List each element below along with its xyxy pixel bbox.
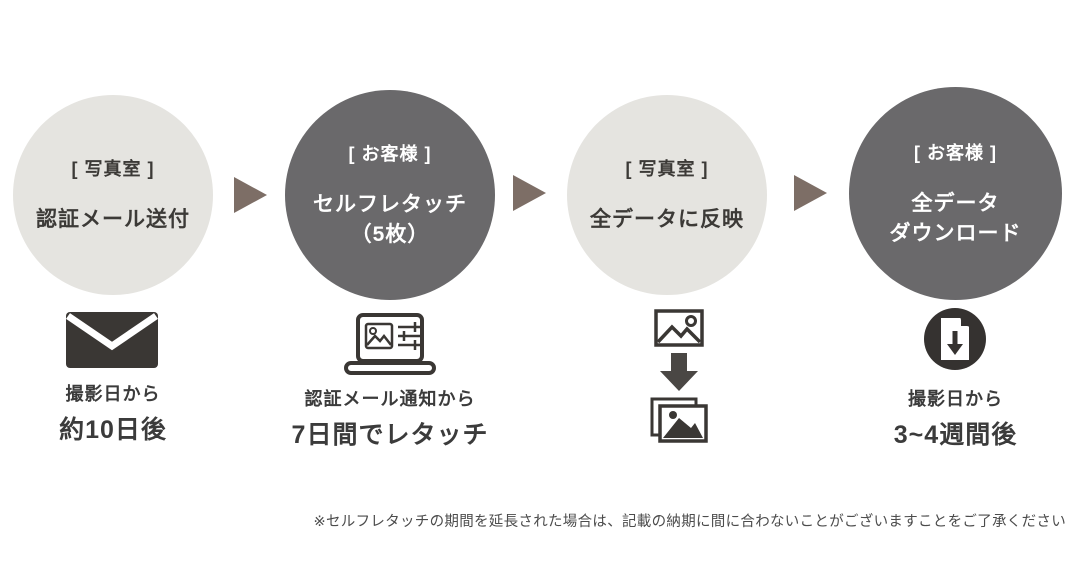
step2-action-label-line2: （5枚） — [350, 223, 430, 246]
step2-action-label-line1: セルフレタッチ — [313, 193, 467, 217]
flow-arrow-icon — [513, 175, 546, 211]
photo-to-photos-icon — [648, 309, 710, 452]
file-download-icon — [924, 308, 986, 375]
mail-icon — [65, 311, 159, 374]
laptop-retouch-icon — [342, 313, 438, 382]
step3-circle-photo-studio: [ 写真室 ] 全データに反映 — [567, 95, 767, 295]
step2-caption-line2: 7日間でレタッチ — [291, 421, 489, 449]
step4-caption-line2: 3~4週間後 — [893, 421, 1018, 449]
step3-actor-label: [ 写真室 ] — [625, 159, 709, 180]
step2-actor-label: [ お客様 ] — [348, 144, 432, 165]
step3-action-label: 全データに反映 — [590, 208, 744, 232]
step2-circle-customer: [ お客様 ] セルフレタッチ （5枚） — [285, 90, 495, 300]
step2-caption-line1: 認証メール通知から — [304, 389, 476, 409]
step1-action-label: 認証メール送付 — [36, 208, 190, 232]
step4-caption: 撮影日から 3~4週間後 — [849, 385, 1062, 451]
step2-caption: 認証メール通知から 7日間でレタッチ — [285, 385, 495, 451]
step1-caption: 撮影日から 約10日後 — [13, 380, 213, 446]
step4-circle-customer: [ お客様 ] 全データ ダウンロード — [849, 87, 1062, 300]
step1-caption-line1: 撮影日から — [65, 384, 161, 404]
step4-action-label-line2: ダウンロード — [889, 221, 1022, 245]
step1-circle-photo-studio: [ 写真室 ] 認証メール送付 — [13, 95, 213, 295]
footnote-text: ※セルフレタッチの期間を延長された場合は、記載の納期に間に合わないことがございま… — [313, 514, 1066, 530]
step4-action-label-line1: 全データ — [911, 191, 1000, 215]
step4-actor-label: [ お客様 ] — [914, 142, 997, 163]
step1-actor-label: [ 写真室 ] — [71, 159, 155, 180]
flow-arrow-icon — [794, 175, 827, 211]
step1-caption-line2: 約10日後 — [59, 416, 167, 444]
step4-caption-line1: 撮影日から — [908, 389, 1003, 409]
flow-arrow-icon — [234, 177, 267, 213]
